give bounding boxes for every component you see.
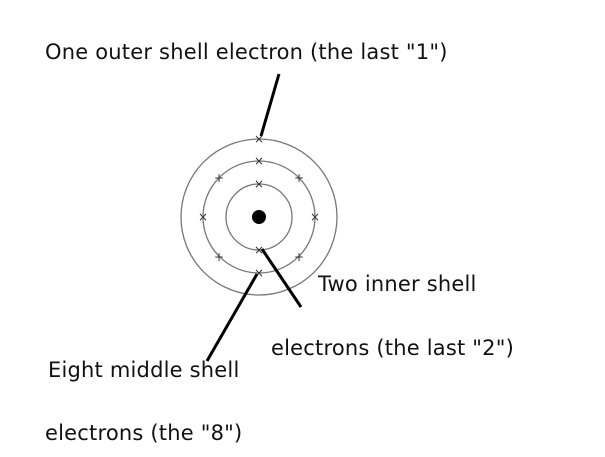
- inner-shell: [225, 183, 293, 251]
- middle-electron-s: ×: [254, 266, 264, 280]
- middle-electron-sw: +: [214, 250, 224, 264]
- middle-electron-nw: +: [214, 171, 224, 185]
- middle-shell-label-line2: electrons (the "8"): [45, 421, 243, 445]
- inner-shell-label-line2: electrons (the last "2"): [271, 336, 514, 360]
- inner-electron-top: ×: [254, 177, 264, 191]
- middle-electron-n: ×: [254, 154, 264, 168]
- middle-electron-w: ×: [198, 210, 208, 224]
- pointer-line-outer: [259, 73, 281, 137]
- inner-shell-label-line1: Two inner shell: [318, 272, 477, 296]
- middle-electron-se: +: [294, 250, 304, 264]
- pointer-line-middle: [205, 273, 259, 362]
- pointer-line-inner: [260, 248, 303, 308]
- middle-electron-ne: +: [294, 171, 304, 185]
- middle-shell: [202, 160, 316, 274]
- middle-shell-label-line1: Eight middle shell: [48, 358, 240, 382]
- middle-electron-e: ×: [310, 210, 320, 224]
- outer-electron: ×: [254, 132, 264, 146]
- nucleus: [252, 210, 266, 224]
- outer-shell: [180, 138, 338, 296]
- inner-electron-bottom: ×: [254, 243, 264, 257]
- outer-shell-label: One outer shell electron (the last "1"): [45, 40, 448, 64]
